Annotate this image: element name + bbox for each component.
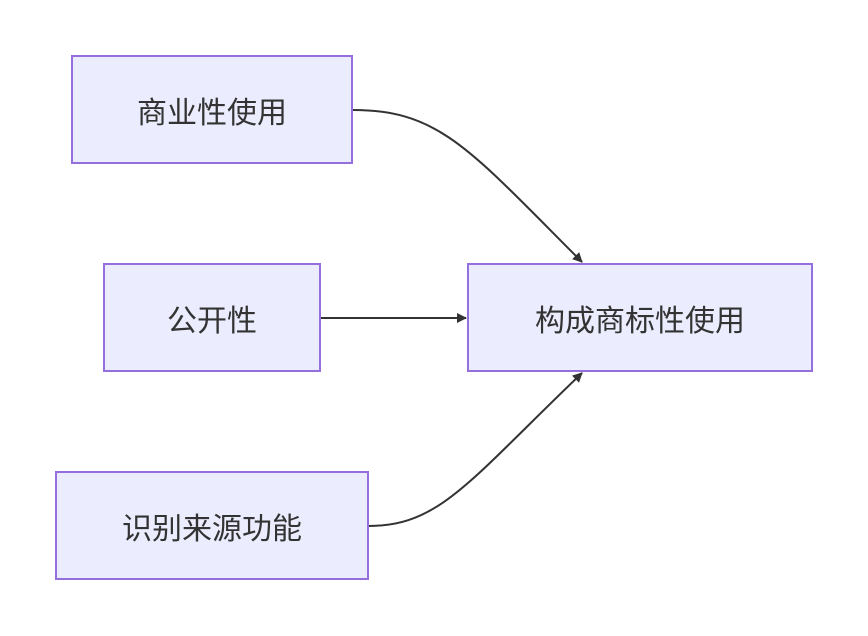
node-source-identification: 识别来源功能 [55,471,369,580]
node-commercial-use: 商业性使用 [71,55,353,164]
node-label: 商业性使用 [137,95,287,131]
edge-source-to-trademark [368,372,583,527]
node-label: 公开性 [167,303,257,339]
edge-commercial-to-trademark [352,109,583,263]
node-label: 构成商标性使用 [535,303,745,339]
node-trademark-use: 构成商标性使用 [467,263,813,372]
node-label: 识别来源功能 [122,511,302,547]
node-publicity: 公开性 [103,263,321,372]
